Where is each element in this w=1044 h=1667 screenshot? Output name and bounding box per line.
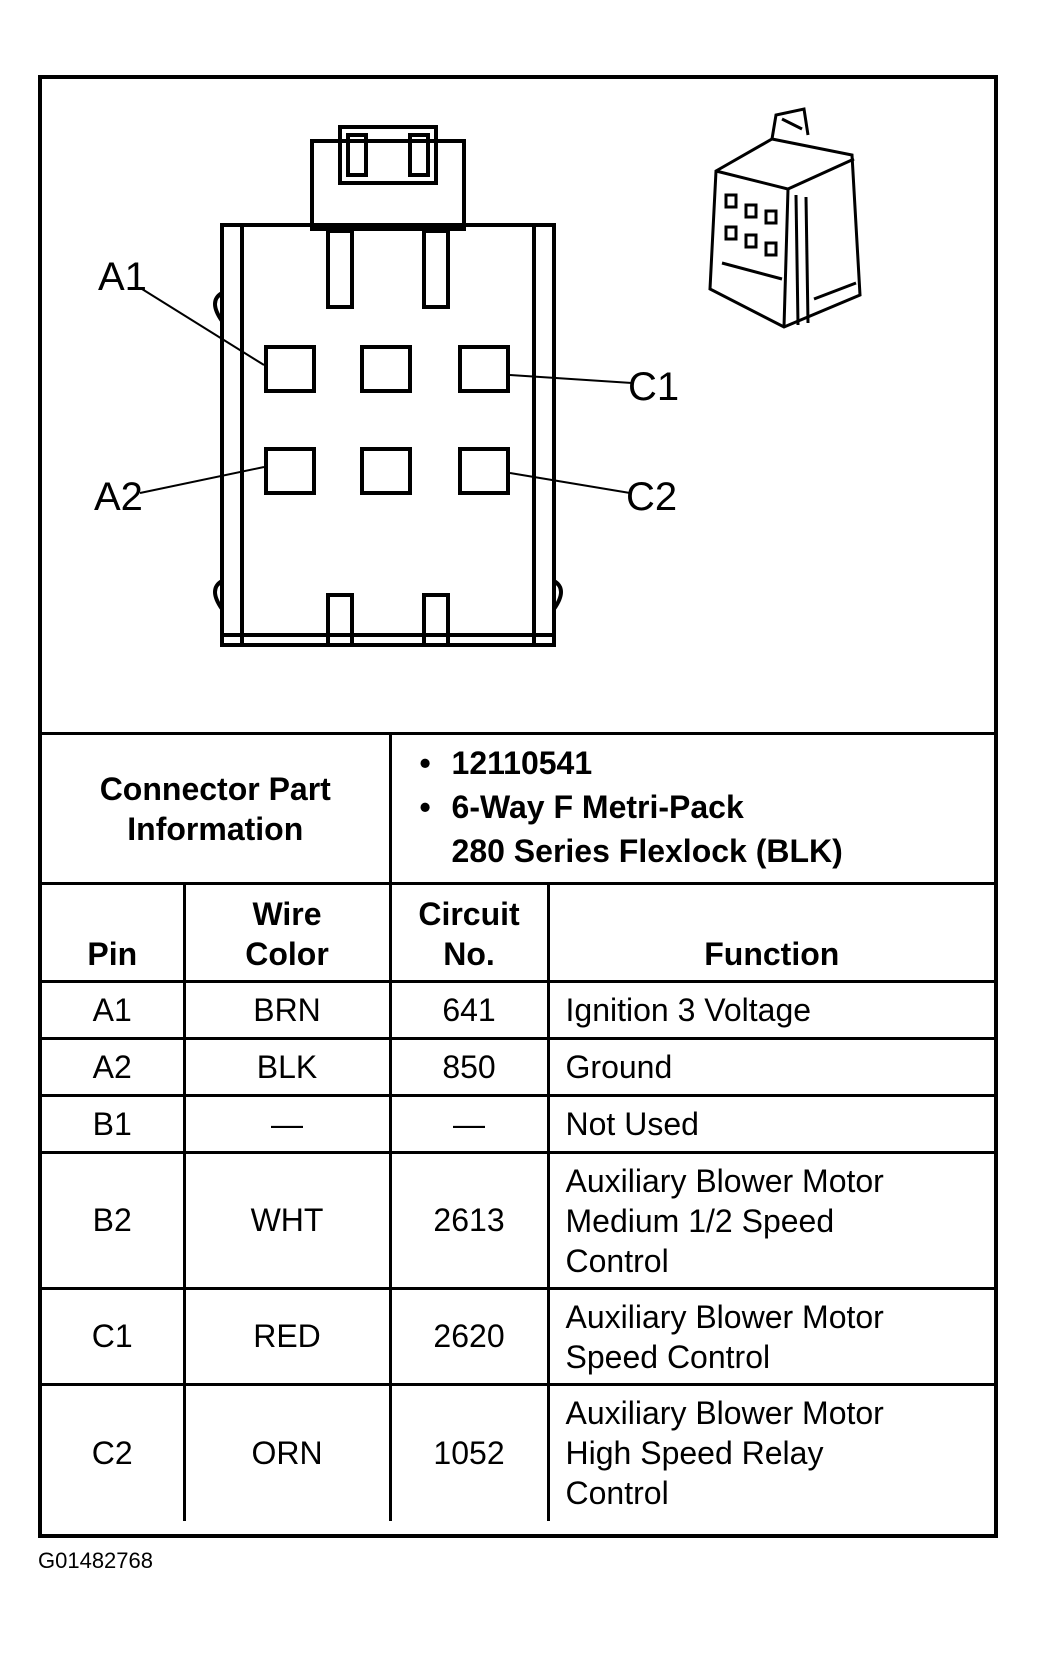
cell-function: Auxiliary Blower Motor High Speed Relay … <box>546 1383 995 1521</box>
connector-face-drawing <box>139 107 862 647</box>
cell-circuit: 2613 <box>388 1151 550 1290</box>
table-row: B2 WHT 2613 Auxiliary Blower Motor Mediu… <box>42 1151 995 1290</box>
part-number: 12110541 <box>451 745 593 781</box>
cell-wire-color: ORN <box>182 1383 392 1521</box>
cell-function: Auxiliary Blower Motor Medium 1/2 Speed … <box>546 1151 995 1290</box>
header-function: Function <box>546 882 995 983</box>
cell-pin: B2 <box>42 1151 186 1290</box>
cell-pin: B1 <box>42 1094 186 1154</box>
pin-label-c1: C1 <box>628 365 680 409</box>
connector-figure-frame: A1 A2 C1 C2 Connector Part Information •… <box>38 75 998 1538</box>
bullet-icon: • <box>419 745 431 781</box>
cell-circuit: — <box>388 1094 550 1154</box>
table-row: A1 BRN 641 Ignition 3 Voltage <box>42 980 995 1040</box>
cell-function: Not Used <box>546 1094 995 1154</box>
cell-circuit: 2620 <box>388 1287 550 1386</box>
cell-function: Auxiliary Blower Motor Speed Control <box>546 1287 995 1386</box>
connector-part-info-label-line1: Connector Part <box>99 770 331 807</box>
part-description-line2: 280 Series Flexlock (BLK) <box>451 833 843 869</box>
connector-isometric-view <box>708 107 862 329</box>
cell-function: Ground <box>546 1037 995 1097</box>
header-pin: Pin <box>42 882 186 983</box>
bullet-icon: • <box>419 789 431 825</box>
header-circuit-no: Circuit No. <box>388 882 550 983</box>
table-header-row: Pin Wire Color Circuit No. Function <box>42 882 995 983</box>
connector-part-info-details: • 12110541 • 6-Way F Metri-Pack 280 Seri… <box>388 732 995 885</box>
connector-diagram: A1 A2 C1 C2 <box>42 79 994 732</box>
cell-circuit: 1052 <box>388 1383 550 1521</box>
cell-circuit: 641 <box>388 980 550 1040</box>
cell-wire-color: BLK <box>182 1037 392 1097</box>
cell-wire-color: — <box>182 1094 392 1154</box>
cell-wire-color: BRN <box>182 980 392 1040</box>
connector-part-info-label: Connector Part Information <box>42 732 392 885</box>
cell-pin: A2 <box>42 1037 186 1097</box>
header-wire-color: Wire Color <box>182 882 392 983</box>
table-row: A2 BLK 850 Ground <box>42 1037 995 1097</box>
connector-pinout-table: Connector Part Information • 12110541 • … <box>42 732 995 1521</box>
table-row: B1 — — Not Used <box>42 1094 995 1154</box>
table-row: C2 ORN 1052 Auxiliary Blower Motor High … <box>42 1383 995 1521</box>
cell-pin: C2 <box>42 1383 186 1521</box>
cell-function: Ignition 3 Voltage <box>546 980 995 1040</box>
pin-label-c2: C2 <box>626 475 678 519</box>
connector-part-info-label-line2: Information <box>127 810 304 847</box>
pin-label-a1: A1 <box>98 255 147 299</box>
connector-info-row: Connector Part Information • 12110541 • … <box>42 732 995 885</box>
pin-label-a2: A2 <box>94 475 143 519</box>
cell-wire-color: RED <box>182 1287 392 1386</box>
cell-pin: C1 <box>42 1287 186 1386</box>
cell-pin: A1 <box>42 980 186 1040</box>
table-row: C1 RED 2620 Auxiliary Blower Motor Speed… <box>42 1287 995 1386</box>
part-number-item: • 12110541 <box>420 741 995 785</box>
part-description-item: • 6-Way F Metri-Pack 280 Series Flexlock… <box>420 785 995 873</box>
figure-id: G01482768 <box>38 1548 153 1573</box>
cell-wire-color: WHT <box>182 1151 392 1290</box>
cell-circuit: 850 <box>388 1037 550 1097</box>
part-description-line1: 6-Way F Metri-Pack <box>451 789 744 825</box>
